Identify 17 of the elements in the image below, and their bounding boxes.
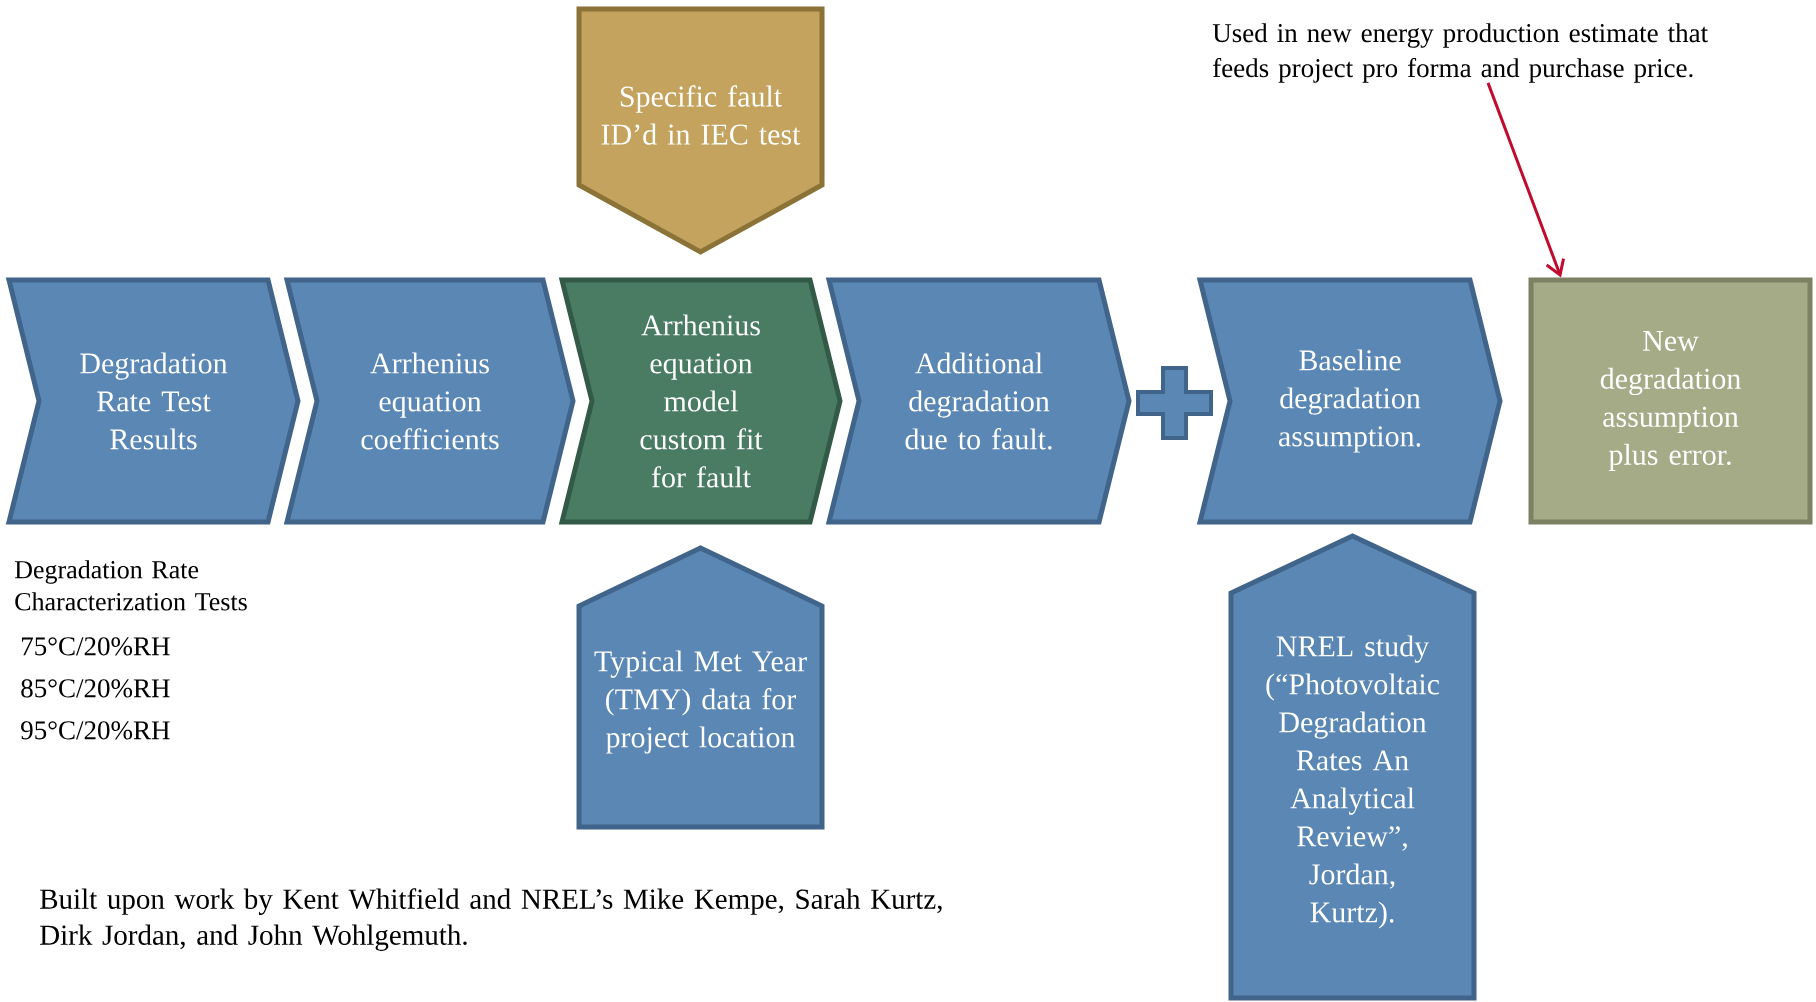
condition-text: 95°C/20%RH: [21, 721, 170, 740]
plus-sign: [1136, 366, 1213, 440]
chevron-step: Arrhenius equation model custom fit for fault: [558, 277, 843, 525]
down-pentagon-box: Specific fault ID’d in IEC test: [576, 6, 825, 255]
note-text: Used in new energy production estimate that feeds project pro forma and purchase price.: [1212, 23, 1708, 83]
condition-text: 75°C/20%RH: [22, 637, 170, 656]
condition-text: 85°C/20%RH: [21, 679, 170, 698]
chevron-step: Degradation Rate Test Results: [5, 277, 301, 525]
chevron-step: Arrhenius equation coefficients: [283, 277, 576, 525]
credit-text: Built upon work by Kent Whitfield and NREL’s Mike Kempe, Sarah Kurtz, Dirk Jordan, and John Wohlgemuth.: [40, 888, 942, 951]
arrow: [1486, 82, 1565, 278]
heading-text: Degradation Rate Characterization Tests: [14, 560, 247, 611]
chevron-step: Baseline degradation assumption.: [1196, 277, 1503, 525]
result-box: New degradation assumption plus error.: [1528, 277, 1813, 525]
up-pentagon-box: Typical Met Year (TMY) data for project location: [576, 545, 825, 830]
chevron-step: Additional degradation due to fault.: [825, 277, 1132, 525]
up-pentagon-box: NREL study (“Photovoltaic Degradation Rates An Analytical Review”, Jordan, Kurtz).: [1228, 533, 1477, 1001]
